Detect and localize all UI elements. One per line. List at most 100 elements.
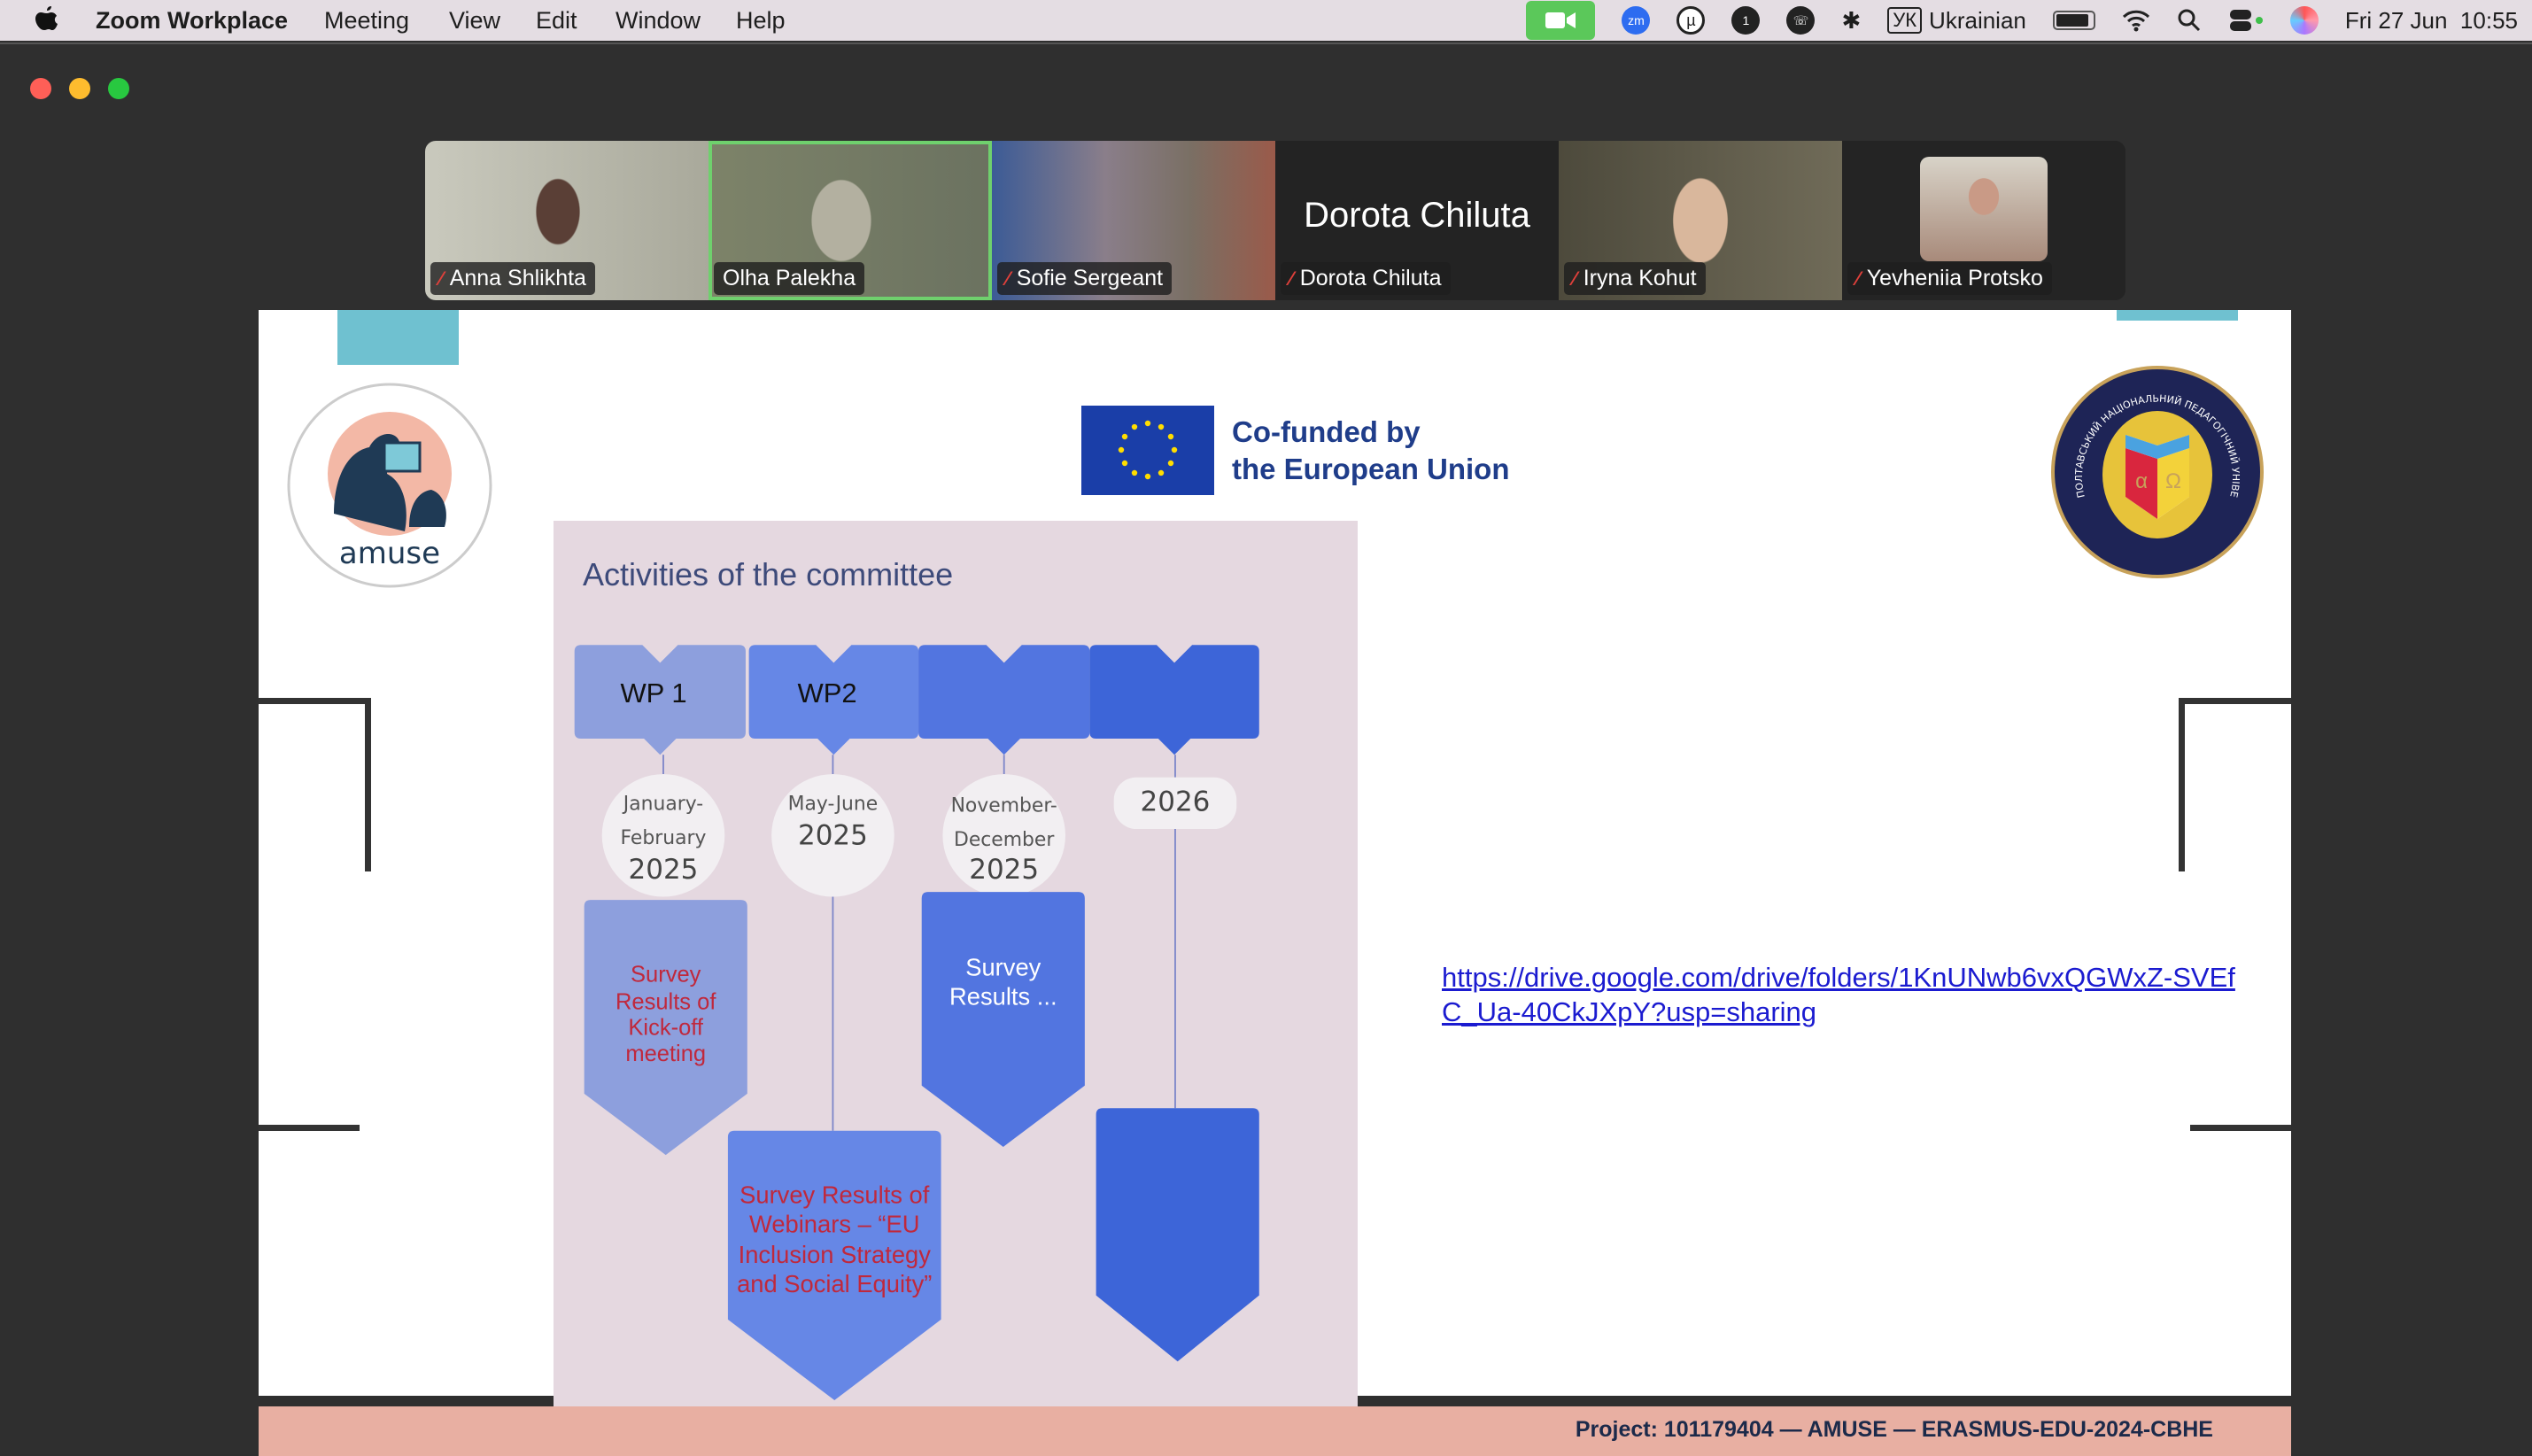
decorative-tab — [2117, 310, 2238, 321]
timeline-date-text: December — [954, 829, 1054, 851]
participant-tile[interactable]: ⁄ Yevheniia Protsko — [1842, 141, 2125, 300]
slide-footer: Project: 101179404 — AMUSE — ERASMUS-EDU… — [259, 1406, 2291, 1456]
committee-activities-panel: Activities of the committee WP 1 January-… — [554, 521, 1358, 1428]
menu-view[interactable]: View — [449, 7, 501, 34]
battery-icon[interactable] — [2052, 11, 2095, 30]
eu-star-icon — [1144, 420, 1151, 427]
university-seal: ПОЛТАВСЬКИЙ НАЦІОНАЛЬНИЙ ПЕДАГОГІЧНИЙ УН… — [2049, 364, 2264, 578]
timeline-activity-text: Survey — [965, 954, 1041, 981]
shared-screen-slide: amuse Co-funded by the European Union ПОЛ… — [259, 310, 2291, 1428]
zoom-meeting-window: ⁄Anna Shlikhta Olha Palekha ⁄Sofie Serge… — [0, 43, 2532, 1456]
eu-line2: the European Union — [1232, 452, 1510, 485]
participant-strip: ⁄Anna Shlikhta Olha Palekha ⁄Sofie Serge… — [425, 141, 2125, 300]
timeline-activity-box — [1096, 1108, 1259, 1362]
participant-tile[interactable]: ⁄Anna Shlikhta — [425, 141, 708, 300]
timeline-year: 2025 — [798, 820, 868, 852]
zoom-video-status-icon[interactable] — [1526, 1, 1596, 40]
input-source-label[interactable]: Ukrainian — [1929, 6, 2026, 34]
eu-star-icon — [1171, 446, 1178, 453]
eu-star-icon — [1131, 469, 1138, 476]
mic-muted-icon: ⁄ — [1573, 267, 1576, 290]
status-tray: zm µ 1 ☏ ✱ УК Ukrainian Fri 27 Jun 10:55 — [1526, 0, 2518, 41]
mic-muted-icon: ⁄ — [1006, 267, 1010, 290]
timeline-tab — [748, 645, 919, 755]
eu-star-icon — [1118, 446, 1125, 453]
participant-no-video-name: Dorota Chiluta — [1304, 196, 1530, 235]
eu-star-icon — [1121, 460, 1128, 467]
timeline-activity-box — [727, 1130, 941, 1401]
control-center-icon[interactable] — [2228, 8, 2264, 33]
mic-muted-icon: ⁄ — [1289, 267, 1293, 290]
amuse-logo-text: amuse — [339, 536, 440, 571]
participant-avatar-photo — [1920, 157, 2048, 261]
participant-name: Anna Shlikhta — [449, 266, 586, 290]
minimize-window-button[interactable] — [69, 78, 90, 99]
eu-cofunded-badge: Co-funded by the European Union — [1081, 406, 1510, 495]
eu-star-icon — [1158, 423, 1165, 430]
svg-text:α: α — [2135, 469, 2148, 493]
timeline-year: 2025 — [969, 854, 1039, 886]
timeline-activity-text: Webinars – “EU — [749, 1210, 919, 1237]
timeline-activity-text: meeting — [625, 1042, 706, 1066]
eu-star-icon — [1131, 423, 1138, 430]
timeline-activity-text: Results of — [616, 990, 716, 1015]
zoom-window-button[interactable] — [108, 78, 129, 99]
eu-star-icon — [1158, 469, 1165, 476]
timeline-tab-label: WP 1 — [620, 678, 686, 709]
svg-text:Ω: Ω — [2165, 469, 2181, 493]
timeline-date-text: May-June — [788, 794, 879, 816]
zoom-app-icon[interactable]: zm — [1622, 6, 1651, 35]
menu-meeting[interactable]: Meeting — [324, 7, 410, 34]
amuse-logo: amuse — [287, 383, 492, 588]
apple-icon[interactable] — [35, 6, 58, 33]
timeline-date-circle — [771, 774, 894, 897]
close-window-button[interactable] — [30, 78, 51, 99]
participant-name: Sofie Sergeant — [1016, 266, 1164, 290]
menu-app-name[interactable]: Zoom Workplace — [96, 7, 289, 34]
bluetooth-icon[interactable]: ✱ — [1841, 6, 1862, 34]
timeline-tab — [574, 645, 746, 755]
participant-tile[interactable]: Dorota Chiluta ⁄ Dorota Chiluta — [1275, 141, 1559, 300]
timeline-tab-label: WP2 — [797, 678, 856, 709]
timeline-date-text: January- — [622, 794, 703, 816]
participant-name: Iryna Kohut — [1583, 266, 1697, 290]
google-drive-link[interactable]: https://drive.google.com/drive/folders/1… — [1442, 962, 2235, 1027]
menu-window[interactable]: Window — [616, 7, 701, 34]
timeline-date-text: November- — [951, 795, 1057, 817]
participant-name: Dorota Chiluta — [1299, 266, 1442, 290]
mic-muted-icon: ⁄ — [1856, 267, 1860, 290]
participant-tile[interactable]: ⁄ Iryna Kohut — [1559, 141, 1842, 300]
eu-star-icon — [1144, 473, 1151, 480]
timeline-year: 2026 — [1141, 786, 1211, 817]
participant-name: Yevheniia Protsko — [1866, 266, 2043, 290]
sync-notification-icon[interactable]: 1 — [1731, 6, 1761, 35]
timeline-tab — [1089, 645, 1259, 755]
decorative-tab — [337, 310, 459, 365]
input-source-badge[interactable]: УК — [1887, 7, 1923, 34]
menu-help[interactable]: Help — [736, 7, 786, 34]
participant-name: Olha Palekha — [723, 266, 856, 290]
panel-title: Activities of the committee — [583, 556, 954, 592]
search-icon[interactable] — [2177, 8, 2202, 33]
menu-bar: Zoom Workplace Meeting View Edit Window … — [0, 0, 2532, 41]
timeline-activity-box — [921, 892, 1085, 1147]
utorrent-icon[interactable]: µ — [1676, 6, 1706, 35]
eu-flag-icon — [1081, 406, 1214, 495]
timeline-activity-box — [584, 900, 747, 1156]
menu-edit[interactable]: Edit — [536, 7, 577, 34]
timeline-date-circle — [942, 774, 1065, 897]
menu-clock[interactable]: Fri 27 Jun 10:55 — [2344, 6, 2518, 34]
wifi-icon[interactable] — [2122, 9, 2150, 32]
eu-star-icon — [1167, 433, 1174, 440]
siri-icon[interactable] — [2289, 6, 2319, 35]
timeline-date-circle — [601, 774, 725, 897]
participant-tile-active-speaker[interactable]: Olha Palekha — [708, 141, 992, 300]
timeline-activity-text: Inclusion Strategy — [739, 1241, 932, 1268]
participant-tile[interactable]: ⁄ Sofie Sergeant — [992, 141, 1275, 300]
viber-icon[interactable]: ☏ — [1786, 6, 1816, 35]
eu-star-icon — [1167, 460, 1174, 467]
eu-line1: Co-funded by — [1232, 414, 1421, 448]
timeline-date-pill — [1113, 777, 1237, 830]
timeline-activity-text: and Social Equity” — [737, 1270, 932, 1297]
